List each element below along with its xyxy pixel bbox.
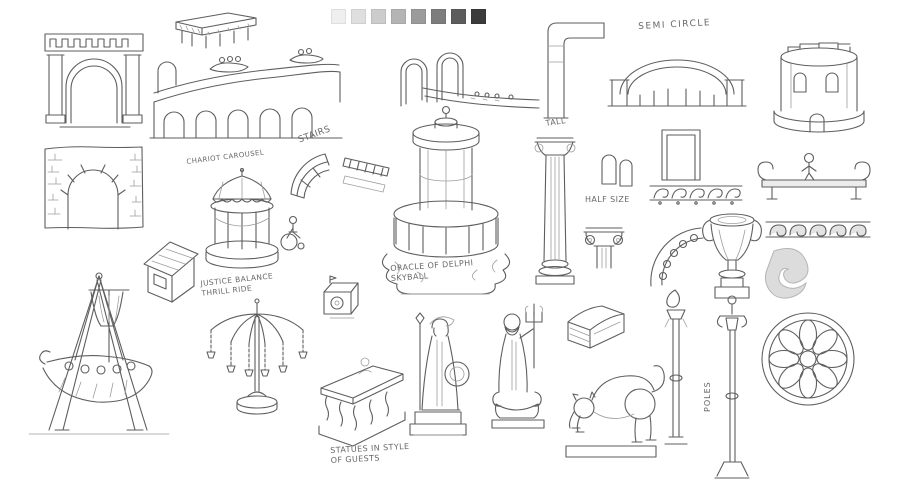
palette-swatch bbox=[351, 9, 366, 24]
palette-swatch bbox=[371, 9, 386, 24]
sketch-greek-arch-gate bbox=[40, 28, 148, 132]
sketch-ship-swing-ride bbox=[25, 250, 173, 438]
palette-swatch bbox=[471, 9, 486, 24]
palette-swatch bbox=[391, 9, 406, 24]
sketch-oracle-tower bbox=[365, 102, 525, 317]
sketch-semi-circle-colonnade bbox=[602, 38, 752, 112]
sketch-stairs-studies bbox=[283, 146, 399, 199]
label-chariot-carousel: CHARIOT CAROUSEL bbox=[186, 148, 265, 166]
sketch-aqueduct-flume bbox=[148, 38, 345, 141]
sketch-arched-niches bbox=[596, 138, 636, 188]
sketch-acanthus-scroll bbox=[760, 243, 818, 315]
sketch-trophy-urn bbox=[700, 206, 764, 312]
sketch-ledger-book bbox=[560, 296, 632, 360]
sketch-lamp-post bbox=[710, 292, 754, 488]
palette-strip bbox=[331, 9, 486, 24]
sketch-wave-strip bbox=[646, 182, 746, 206]
sketch-stone-arch bbox=[38, 138, 148, 234]
sketch-game-cart bbox=[316, 272, 368, 326]
sketch-corner-arch bbox=[540, 10, 610, 120]
palette-swatch bbox=[431, 9, 446, 24]
palette-swatch bbox=[451, 9, 466, 24]
sketch-torch-pole bbox=[655, 286, 697, 450]
sketch-ionic-capital bbox=[580, 216, 628, 274]
label-poles: POLES bbox=[703, 381, 712, 412]
sketch-vendor-stall bbox=[140, 236, 202, 308]
sketch-round-tower bbox=[766, 40, 872, 142]
sketch-athena-statue bbox=[402, 312, 474, 452]
label-semi-circle: SEMI CIRCLE bbox=[638, 18, 712, 32]
sketch-poseidon-statue bbox=[476, 298, 558, 442]
sketch-tall-column bbox=[524, 128, 586, 286]
palette-swatch bbox=[331, 9, 346, 24]
sketch-beaded-arc bbox=[645, 222, 707, 298]
label-statues-in-style: STATUES IN STYLE OF GUESTS bbox=[330, 441, 410, 466]
sketch-wave-border bbox=[762, 218, 874, 242]
sketch-balustrade-parapet bbox=[315, 352, 409, 448]
sketch-chariot-carousel bbox=[190, 167, 294, 270]
label-half-size: HALF SIZE bbox=[585, 195, 630, 204]
sketch-bench-guest bbox=[752, 148, 876, 206]
sketch-lion-statue bbox=[562, 346, 665, 464]
sketch-rosette-window bbox=[758, 308, 858, 410]
sketch-flat-pavilion bbox=[172, 10, 260, 52]
label-justice-balance: JUSTICE BALANCE THRILL RIDE bbox=[200, 271, 274, 298]
sketch-justice-balance-ride bbox=[196, 296, 318, 430]
palette-swatch bbox=[411, 9, 426, 24]
sketch-door-frame bbox=[658, 126, 704, 184]
sketch-wheelchair-figure bbox=[277, 214, 307, 252]
sketch-arch-gates-flume bbox=[393, 36, 545, 114]
